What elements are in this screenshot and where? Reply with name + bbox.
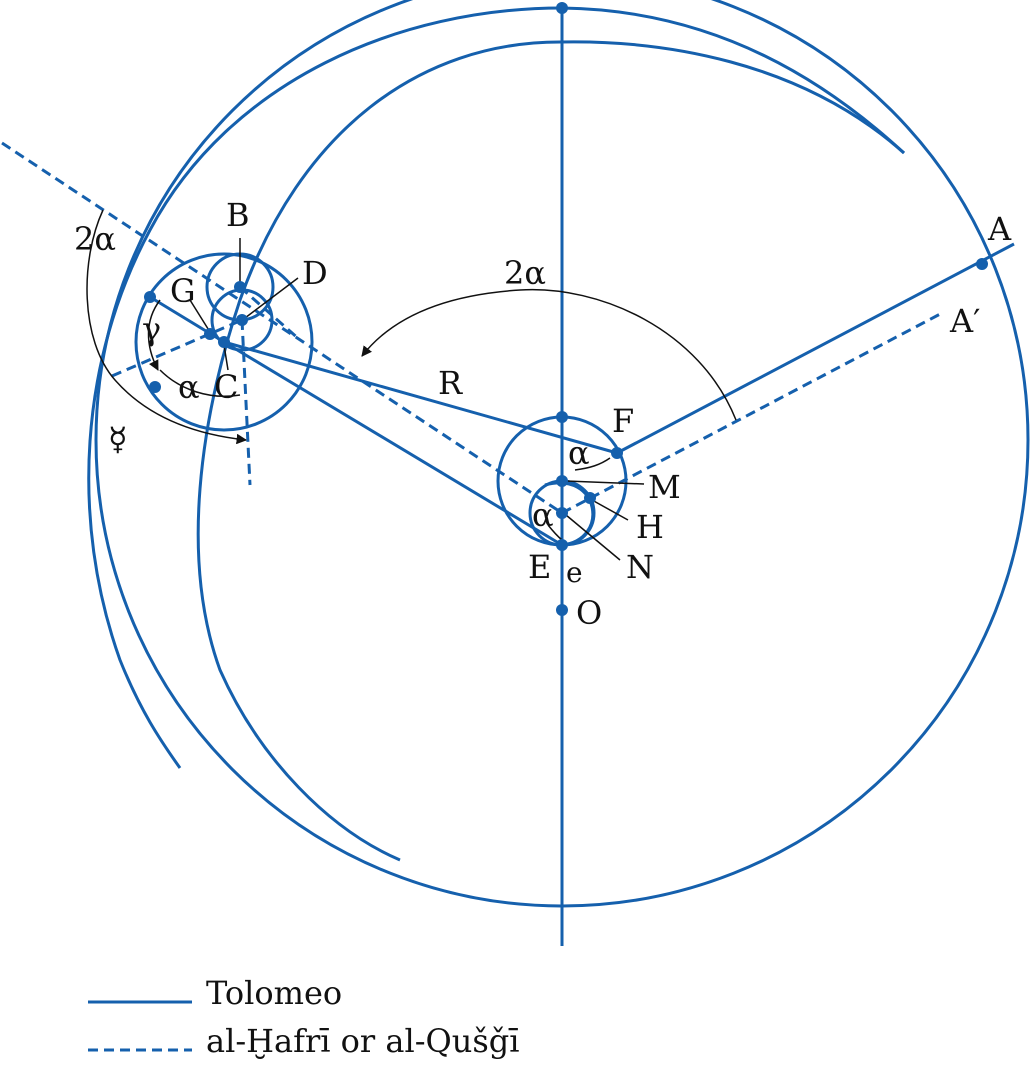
label-B: B: [226, 196, 250, 234]
leader-D: [244, 277, 299, 319]
point-left-upper: [144, 291, 156, 303]
label-F: F: [612, 402, 634, 440]
arc-2alpha-top: [361, 288, 737, 421]
label-A-prime: A′: [949, 302, 980, 340]
epicycle-large: [134, 252, 314, 432]
leader-C: [223, 344, 229, 371]
label-G: G: [170, 272, 196, 310]
point-circle-top: [556, 411, 568, 423]
spiral-outer-arc: [87, 6, 906, 769]
point-B: [234, 281, 246, 293]
point-E: [556, 539, 568, 551]
label-A: A: [987, 210, 1012, 248]
label-alpha-F: α: [568, 434, 590, 472]
label-alpha-left: α: [178, 368, 200, 406]
dashed-tangent-line: [240, 319, 252, 486]
label-H: H: [636, 508, 664, 546]
legend: Tolomeo al-Ḫafrī or al-Qušǧī: [88, 974, 520, 1060]
label-2alpha-left: 2α: [74, 220, 116, 258]
leader-H: [591, 499, 629, 521]
point-G: [204, 328, 216, 340]
dashed-D-line: [239, 285, 301, 342]
label-gamma: γ: [142, 310, 161, 348]
label-D: D: [302, 254, 328, 292]
arc-gamma: [147, 299, 161, 371]
point-D: [236, 314, 248, 326]
point-N: [556, 507, 568, 519]
arc-2alpha-left: [86, 209, 248, 445]
label-O: O: [576, 594, 602, 632]
point-C: [218, 336, 230, 348]
label-alpha-E: α: [532, 496, 554, 534]
label-C: C: [214, 368, 238, 406]
point-A: [976, 258, 988, 270]
point-left-lower: [149, 381, 161, 393]
point-top-axis: [556, 2, 568, 14]
leader-M: [565, 480, 645, 485]
arc-alpha-E: [547, 524, 563, 541]
label-2alpha-top: 2α: [504, 254, 546, 292]
label-R: R: [438, 364, 463, 402]
point-F: [611, 447, 623, 459]
dashed-long-line: [1, 141, 563, 515]
dashed-epicycle-line: [111, 318, 243, 378]
legend-solid-label: Tolomeo: [206, 974, 342, 1012]
arc-alpha-F: [574, 457, 611, 471]
mercury-icon: ☿: [108, 420, 128, 458]
line-F-A: [616, 242, 1015, 455]
point-M: [556, 475, 568, 487]
legend-dashed-label: al-Ḫafrī or al-Qušǧī: [206, 1022, 520, 1060]
label-E: E: [528, 548, 551, 586]
point-H: [584, 492, 596, 504]
dashed-line-A-prime: [561, 310, 945, 515]
label-e: e: [566, 556, 583, 589]
label-M: M: [648, 468, 681, 506]
inner-spiral-path: [196, 40, 905, 862]
label-N: N: [626, 548, 654, 586]
line-R: [223, 340, 618, 455]
point-O: [556, 604, 568, 616]
arc-alpha-left: [159, 369, 241, 397]
leader-N: [565, 514, 621, 561]
leader-G: [189, 299, 211, 333]
